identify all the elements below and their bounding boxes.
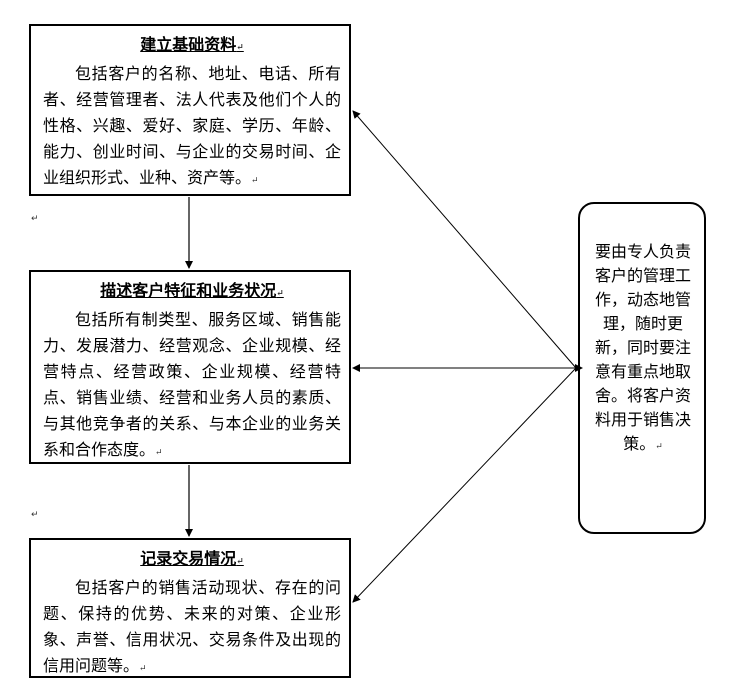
paragraph-mark: ↵: [236, 557, 244, 567]
step-box-basic-info: 建立基础资料↵ 包括客户的名称、地址、电话、所有者、经营管理者、法人代表及他们个…: [29, 24, 351, 196]
arrow-side-to-step1: [352, 110, 577, 369]
side-note-box: 要由专人负责客户的管理工作，动态地管理，随时更新，同时要注意有重点地取舍。将客户…: [578, 202, 706, 534]
step-description: 包括客户的名称、地址、电话、所有者、经营管理者、法人代表及他们个人的性格、兴趣、…: [43, 61, 341, 194]
step-box-customer-features: 描述客户特征和业务状况↵ 包括所有制类型、服务区域、销售能力、发展潜力、经营观念…: [29, 270, 351, 464]
step-title-text: 描述客户特征和业务状况: [100, 281, 277, 300]
step-title: 记录交易情况↵: [43, 548, 341, 573]
step-description-text: 包括客户的销售活动现状、存在的问题、保持的优势、未来的对策、企业形象、声誉、信用…: [43, 578, 341, 675]
paragraph-mark: ↵: [31, 214, 39, 224]
step-description-text: 包括客户的名称、地址、电话、所有者、经营管理者、法人代表及他们个人的性格、兴趣、…: [43, 64, 341, 187]
paragraph-mark: ↵: [276, 289, 284, 299]
arrow-side-to-step3: [352, 367, 577, 603]
paragraph-mark: ↵: [31, 510, 39, 520]
step-title-text: 记录交易情况: [140, 549, 237, 568]
step-title: 描述客户特征和业务状况↵: [43, 280, 341, 305]
paragraph-mark: ↵: [251, 176, 259, 186]
step-title: 建立基础资料↵: [43, 34, 341, 59]
step-title-text: 建立基础资料: [140, 35, 237, 54]
step-box-transaction-record: 记录交易情况↵ 包括客户的销售活动现状、存在的问题、保持的优势、未来的对策、企业…: [29, 538, 351, 678]
paragraph-mark: ↵: [236, 43, 244, 53]
step-description: 包括客户的销售活动现状、存在的问题、保持的优势、未来的对策、企业形象、声誉、信用…: [43, 575, 341, 682]
step-description-text: 包括所有制类型、服务区域、销售能力、发展潜力、经营观念、企业规模、经营特点、经营…: [43, 310, 341, 459]
side-note-text: 要由专人负责客户的管理工作，动态地管理，随时更新，同时要注意有重点地取舍。将客户…: [594, 242, 691, 453]
step-description: 包括所有制类型、服务区域、销售能力、发展潜力、经营观念、企业规模、经营特点、经营…: [43, 307, 341, 466]
paragraph-mark: ↵: [155, 448, 163, 458]
paragraph-mark: ↵: [139, 664, 147, 674]
paragraph-mark: ↵: [655, 442, 663, 452]
